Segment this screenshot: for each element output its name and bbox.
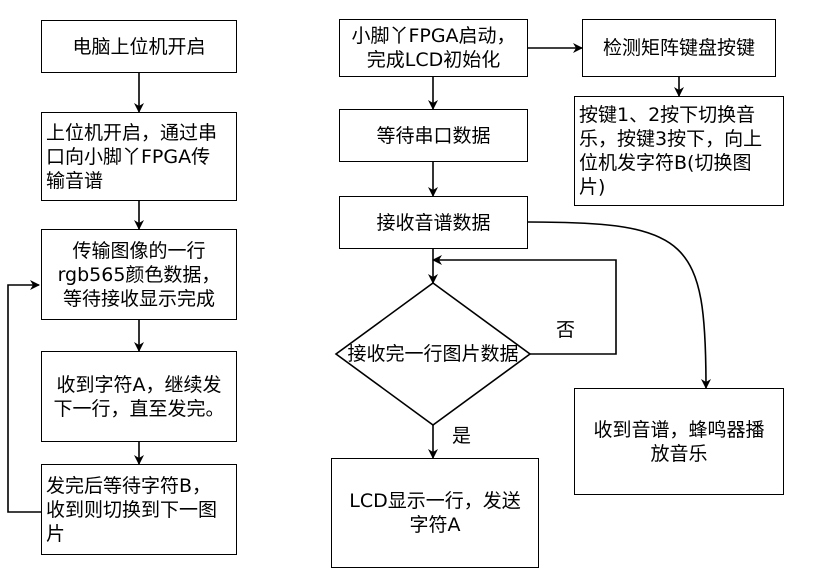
decision-text: 接收完一行图片数据 — [347, 343, 519, 365]
node-send-row: 传输图像的一行 rgb565颜色数据， 等待接收显示完成 — [41, 229, 237, 320]
node-fpga-start: 小脚丫FPGA启动， 完成LCD初始化 — [339, 19, 528, 77]
node-recv-score: 接收音谱数据 — [339, 196, 528, 249]
label-yes: 是 — [452, 425, 472, 447]
node-send-score: 上位机开启，通过串 口向小脚丫FPGA传 输音谱 — [41, 112, 237, 201]
decision-diamond — [334, 282, 532, 426]
arrow-loop-back — [7, 280, 41, 513]
node-pc-start: 电脑上位机开启 — [41, 20, 237, 73]
node-recv-a: 收到字符A，继续发 下一行，直至发完。 — [41, 351, 237, 442]
node-key-action: 按键1、2按下切换音 乐，按键3按下，向上 位机发字符B(切换图 片) — [574, 96, 784, 206]
node-play-music: 收到音谱，蜂鸣器播 放音乐 — [574, 388, 784, 495]
arrow-score-to-play — [527, 221, 711, 389]
node-lcd-show: LCD显示一行，发送 字符A — [331, 458, 539, 568]
node-wait-serial: 等待串口数据 — [339, 109, 528, 162]
node-detect-keys: 检测矩阵键盘按键 — [582, 19, 776, 77]
node-wait-b: 发完后等待字符B， 收到则切换到下一图 片 — [41, 464, 237, 555]
arrow-decision-no — [432, 255, 617, 355]
label-no: 否 — [556, 319, 576, 341]
